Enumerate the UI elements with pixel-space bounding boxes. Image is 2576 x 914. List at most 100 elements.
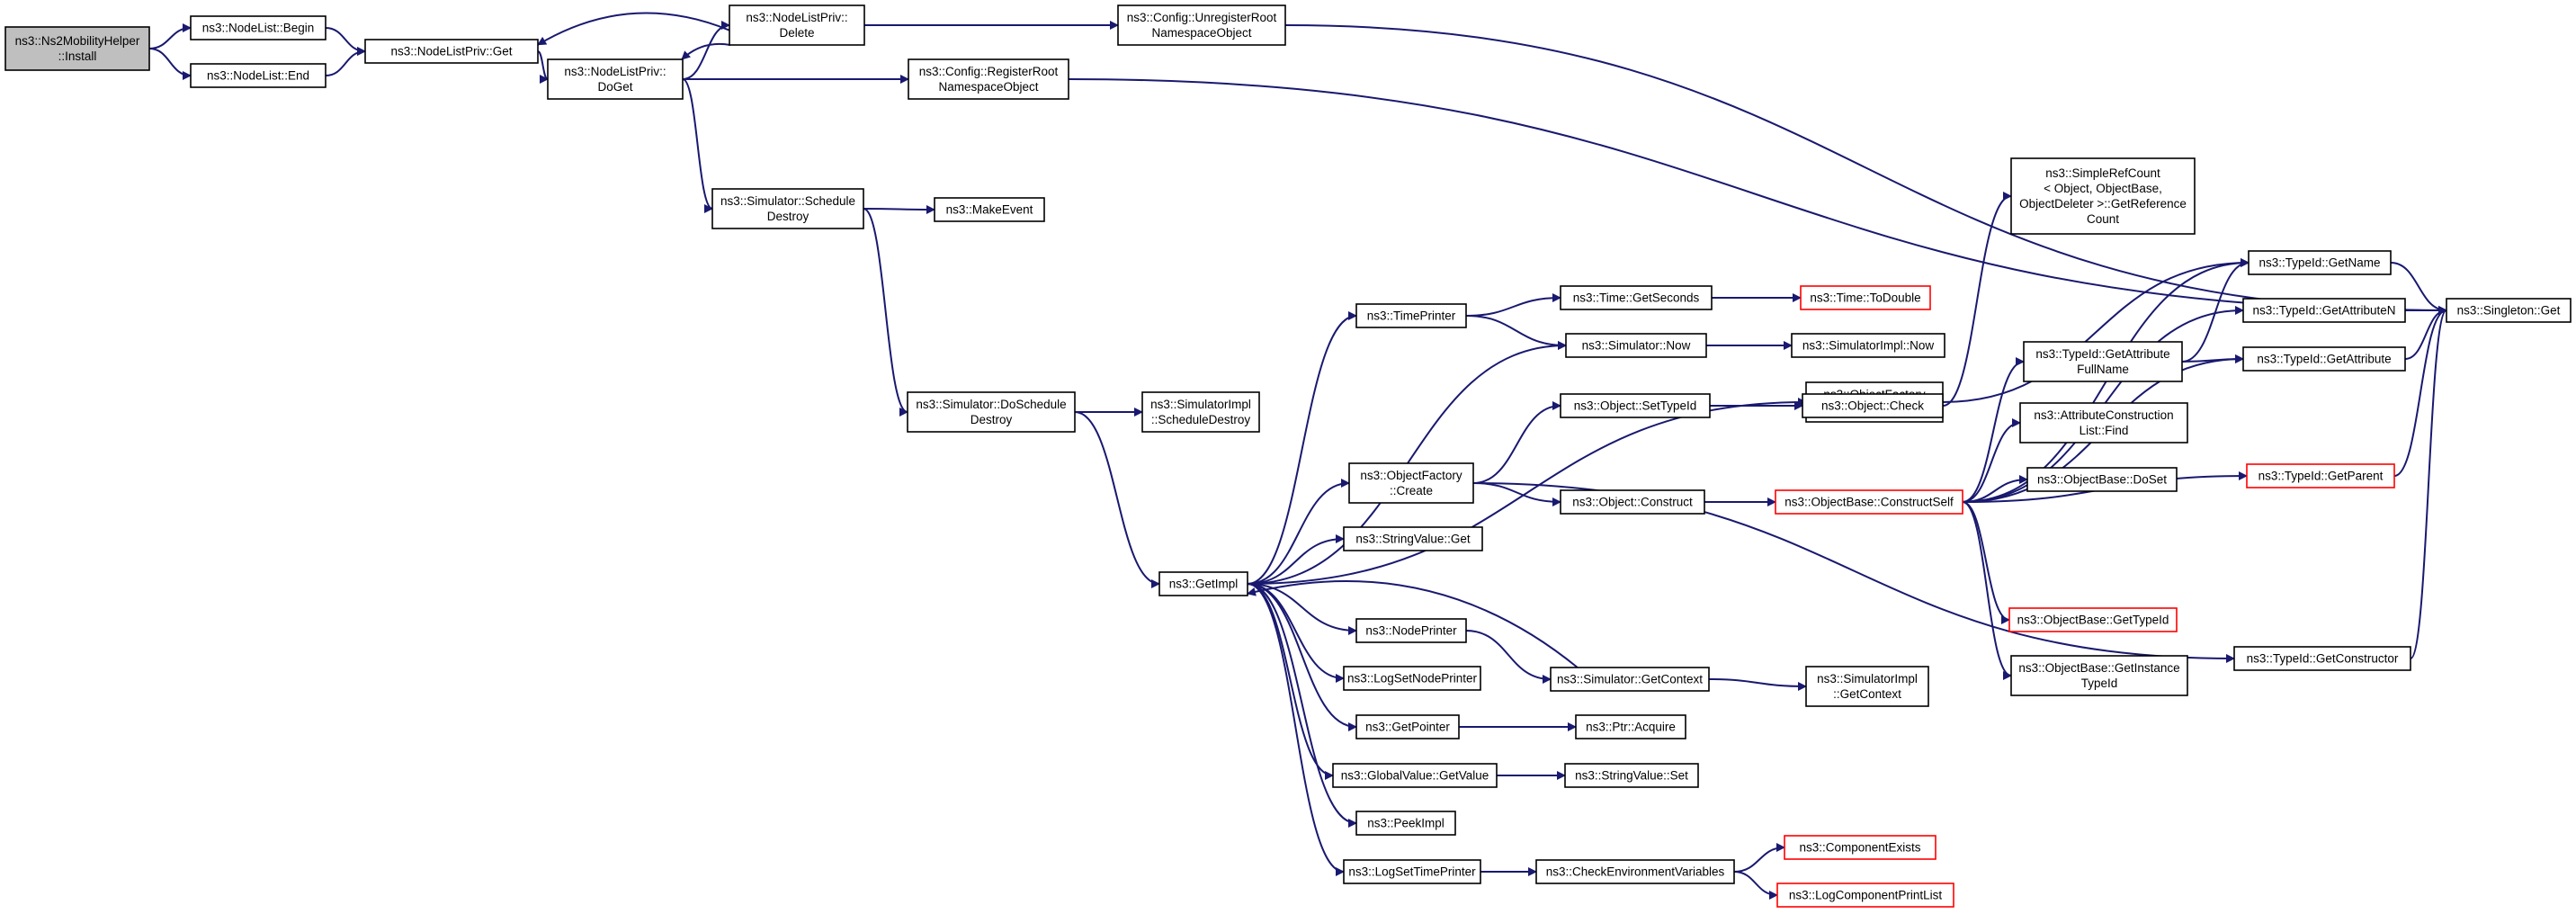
- node-label: FullName: [2077, 363, 2129, 376]
- node-box: [1332, 763, 1498, 788]
- node-box: [1560, 393, 1711, 418]
- node-typeid-getattributen[interactable]: ns3::TypeId::GetAttributeN: [2242, 298, 2406, 323]
- node-box: [1775, 489, 1963, 515]
- node-typeid-getconstructor[interactable]: ns3::TypeId::GetConstructor: [2233, 646, 2411, 671]
- node-box: [1355, 811, 1456, 836]
- edge-nlp-delete-to-nlp-get: [537, 12, 730, 46]
- node-get-pointer[interactable]: ns3::GetPointer: [1355, 714, 1460, 739]
- node-label: ns3::PeekImpl: [1367, 817, 1445, 830]
- node-box: [2246, 463, 2395, 488]
- node-cfg-unreg[interactable]: ns3::Config::UnregisterRootNamespaceObje…: [1117, 4, 1286, 46]
- node-log-component-print-list[interactable]: ns3::LogComponentPrintList: [1776, 883, 1954, 908]
- node-label: NamespaceObject: [1151, 26, 1251, 40]
- node-make-event[interactable]: ns3::MakeEvent: [934, 197, 1045, 222]
- node-typeid-getname[interactable]: ns3::TypeId::GetName: [2248, 250, 2392, 275]
- node-obj-construct[interactable]: ns3::Object::Construct: [1560, 489, 1705, 515]
- node-typeid-getparent[interactable]: ns3::TypeId::GetParent: [2246, 463, 2395, 488]
- node-install[interactable]: ns3::Ns2MobilityHelper::Install: [4, 26, 150, 71]
- node-label: ns3::NodePrinter: [1365, 624, 1457, 638]
- node-label: ns3::Ptr::Acquire: [1586, 721, 1676, 734]
- node-log-set-node-printer[interactable]: ns3::LogSetNodePrinter: [1343, 666, 1481, 691]
- edge-typeid-get-attr-fullname-to-typeid-getattribute: [2181, 354, 2244, 364]
- node-box: [1564, 763, 1699, 788]
- edge-cfg-unreg-to-singleton-get: [1284, 24, 2447, 315]
- node-stringvalue-set[interactable]: ns3::StringValue::Set: [1564, 763, 1699, 788]
- node-stringvalue-get[interactable]: ns3::StringValue::Get: [1343, 526, 1483, 551]
- node-obj-check[interactable]: ns3::Object::Check: [1802, 393, 1944, 418]
- node-nlp-delete[interactable]: ns3::NodeListPriv::Delete: [729, 4, 865, 46]
- edge-install-to-nl-end: [148, 48, 192, 80]
- node-label: DoGet: [597, 80, 632, 94]
- node-objbase-gettypeid[interactable]: ns3::ObjectBase::GetTypeId: [2008, 607, 2178, 632]
- node-label: Destroy: [767, 210, 809, 223]
- node-sim-sched-destroy[interactable]: ns3::Simulator::ScheduleDestroy: [711, 188, 864, 229]
- node-box: [729, 4, 865, 46]
- node-time-get-seconds[interactable]: ns3::Time::GetSeconds: [1560, 285, 1713, 310]
- node-get-impl[interactable]: ns3::GetImpl: [1158, 571, 1248, 596]
- node-label: ns3::StringValue::Set: [1575, 769, 1688, 783]
- node-box: [190, 15, 326, 40]
- edge-sim-get-context-to-simimpl-get-context: [1708, 678, 1807, 691]
- edge-check-env-vars-to-log-component-print-list: [1733, 871, 1778, 900]
- node-label: ns3::Singleton::Get: [2457, 304, 2561, 318]
- node-box: [2019, 402, 2188, 444]
- node-typeid-getattribute[interactable]: ns3::TypeId::GetAttribute: [2242, 346, 2406, 372]
- node-label: ns3::TypeId::GetAttributeN: [2252, 304, 2395, 318]
- node-peek-impl[interactable]: ns3::PeekImpl: [1355, 811, 1456, 836]
- node-objbase-constructself[interactable]: ns3::ObjectBase::ConstructSelf: [1775, 489, 1963, 515]
- node-singleton-get[interactable]: ns3::Singleton::Get: [2446, 298, 2572, 323]
- node-simimpl-get-context[interactable]: ns3::SimulatorImpl::GetContext: [1805, 666, 1929, 707]
- node-box: [190, 63, 326, 88]
- node-node-printer[interactable]: ns3::NodePrinter: [1355, 618, 1467, 643]
- node-component-exists[interactable]: ns3::ComponentExists: [1784, 835, 1936, 860]
- node-box: [2242, 346, 2406, 372]
- node-box: [1355, 714, 1460, 739]
- node-box: [907, 391, 1076, 433]
- node-label: ns3::ObjectBase::ConstructSelf: [1784, 496, 1954, 509]
- edge-nlp-delete-to-nlp-doget: [681, 42, 731, 60]
- node-box: [1343, 526, 1483, 551]
- edge-obj-factory-settypeid-to-typeid-getname: [1942, 258, 2250, 403]
- node-label: ns3::Ns2MobilityHelper: [15, 34, 140, 48]
- node-simimpl-sched-destroy[interactable]: ns3::SimulatorImpl::ScheduleDestroy: [1141, 391, 1260, 433]
- node-label: < Object, ObjectBase,: [2044, 182, 2162, 195]
- node-global-value-get[interactable]: ns3::GlobalValue::GetValue: [1332, 763, 1498, 788]
- node-obj-settypeid[interactable]: ns3::Object::SetTypeId: [1560, 393, 1711, 418]
- node-label: ns3::NodeListPriv::: [746, 11, 847, 24]
- node-simimpl-now[interactable]: ns3::SimulatorImpl::Now: [1791, 333, 1945, 358]
- node-simple-ref-count[interactable]: ns3::SimpleRefCount< Object, ObjectBase,…: [2010, 157, 2196, 235]
- node-check-env-vars[interactable]: ns3::CheckEnvironmentVariables: [1535, 859, 1735, 884]
- node-time-to-double[interactable]: ns3::Time::ToDouble: [1800, 285, 1931, 310]
- edge-get-impl-to-log-set-time-printer: [1247, 583, 1345, 876]
- node-nl-begin[interactable]: ns3::NodeList::Begin: [190, 15, 326, 40]
- node-box: [1575, 714, 1686, 739]
- node-nlp-get[interactable]: ns3::NodeListPriv::Get: [364, 39, 539, 64]
- node-sim-now[interactable]: ns3::Simulator::Now: [1565, 333, 1707, 358]
- node-time-printer[interactable]: ns3::TimePrinter: [1355, 303, 1467, 328]
- node-label: ns3::Simulator::GetContext: [1557, 673, 1703, 686]
- node-label: ns3::SimpleRefCount: [2045, 166, 2160, 180]
- node-label: ns3::NodeListPriv::: [564, 65, 666, 78]
- node-label: ns3::GetImpl: [1169, 578, 1239, 591]
- node-objbase-doset[interactable]: ns3::ObjectBase::DoSet: [2026, 467, 2178, 492]
- node-box: [2026, 467, 2178, 492]
- node-obj-factory-create[interactable]: ns3::ObjectFactory::Create: [1348, 462, 1474, 504]
- node-nlp-doget[interactable]: ns3::NodeListPriv::DoGet: [547, 58, 684, 100]
- node-sim-get-context[interactable]: ns3::Simulator::GetContext: [1550, 667, 1710, 692]
- node-label: ns3::Time::GetSeconds: [1573, 291, 1700, 305]
- node-label: ns3::GetPointer: [1365, 721, 1450, 734]
- node-label: ns3::StringValue::Get: [1355, 533, 1471, 546]
- node-log-set-time-printer[interactable]: ns3::LogSetTimePrinter: [1343, 859, 1481, 884]
- node-nl-end[interactable]: ns3::NodeList::End: [190, 63, 326, 88]
- node-label: ns3::Config::RegisterRoot: [919, 65, 1059, 78]
- edge-get-impl-to-stringvalue-get: [1247, 534, 1345, 585]
- node-box: [1791, 333, 1945, 358]
- node-label: ns3::Time::ToDouble: [1810, 291, 1920, 305]
- node-label: ns3::ObjectBase::DoSet: [2037, 473, 2167, 487]
- node-ptr-acquire[interactable]: ns3::Ptr::Acquire: [1575, 714, 1686, 739]
